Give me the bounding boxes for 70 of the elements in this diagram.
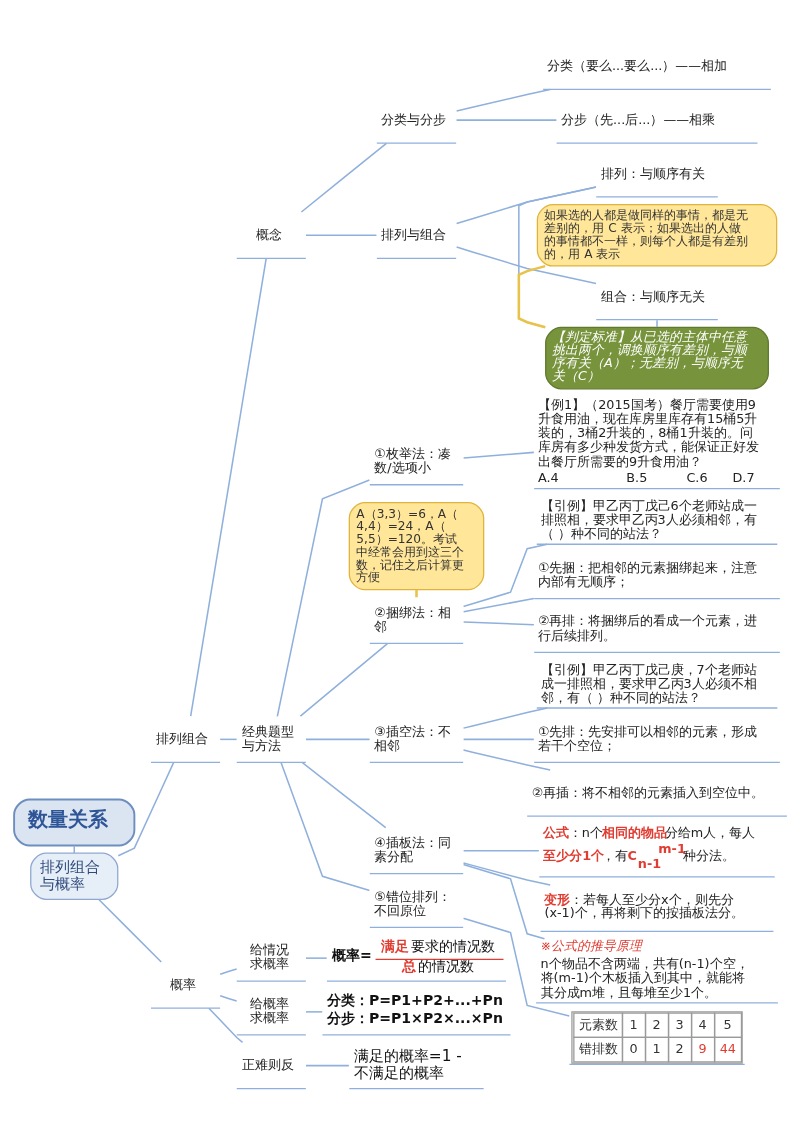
connector	[304, 1011, 323, 1013]
node-text: ※公式的推导原理 n个物品不含两端，共有(n-1)个空，将(m-1)个木板插入到其中，就能将其分成m堆，且每堆至少1个。	[540, 938, 749, 1000]
node-text: ②再排：将捆绑后的看成一个元素，进行后续排列。	[537, 613, 758, 643]
connector	[462, 597, 535, 613]
node-text: 【例1】（2015国考）餐厅需要使用9升食用油，现在库房里库存有15桶5升装的，3桶2升装的，8桶1升装的。问库房有多少种发货方式，能保证正好发出餐厅所需要的9升食用油？ A.4 B.5 C.6 D.7	[537, 397, 759, 486]
connector	[462, 862, 551, 886]
connector	[218, 995, 237, 1002]
node-text: 组合：与顺序无关	[600, 288, 705, 304]
connector	[455, 119, 557, 121]
connector	[517, 264, 546, 329]
connector	[455, 88, 551, 112]
connector	[462, 738, 535, 741]
connector	[189, 257, 267, 717]
node-text: 概念	[255, 227, 282, 243]
node-text: 排列与组合	[380, 227, 446, 243]
connector	[300, 761, 386, 829]
connector	[655, 319, 658, 328]
node-box: 排列组合与概率	[29, 852, 118, 900]
node-text: 满足的概率=1 - 不满足的概率	[353, 1047, 462, 1082]
connector	[117, 761, 174, 857]
node-box: 如果选的人都是做同样的事情，都是无差别的，用 C 表示；如果选出的人做的事情都不一样，则每个人都是有差别的，用 A 表示	[536, 203, 777, 267]
node-text: 排列组合	[155, 731, 208, 747]
node-text: ②再插：将不相邻的元素插入到空位中。	[531, 784, 764, 800]
connector	[299, 642, 388, 717]
node-text: 【引例】甲乙丙丁戊己庚，7个老师站成一排照相，要求甲乙丙3人必须不相邻，有（ ）种不同的站法？	[540, 662, 757, 706]
connector	[462, 451, 535, 459]
node-text: ④插板法：同素分配	[373, 834, 451, 864]
node-text: ③插空法：不相邻	[373, 723, 451, 753]
connector	[73, 844, 75, 854]
node-text: ①枚举法：凑数/选项小	[373, 445, 451, 475]
connector	[455, 246, 597, 285]
node-text: 概率= 满足要求的情况数 总的情况数	[331, 938, 495, 974]
node-text: 【引例】甲乙丙丁戊己6个老师站成一排照相，要求甲乙丙3人必须相邻，有（ ）种不同的站法？	[540, 498, 757, 542]
node-text: 排列：与顺序有关	[600, 165, 705, 181]
node-text: 概率	[169, 976, 196, 992]
connector	[304, 738, 370, 741]
node-text: 分类与分步	[380, 111, 446, 127]
connector	[304, 234, 377, 237]
node-text: 分类：P=P1+P2+...+Pn 分步：P=P1×P2×...×Pn	[326, 992, 503, 1027]
connector	[304, 957, 327, 959]
connector	[462, 749, 551, 771]
node-text: 变形：若每人至少分x个，则先分(x-1)个，再将剩下的按插板法分。	[543, 892, 744, 921]
node-text: ②捆绑法：相邻	[373, 604, 451, 634]
connector	[207, 1007, 243, 1044]
connector	[462, 621, 535, 626]
node-text: ①先排：先安排可以相邻的元素，形成若干个空位；	[537, 723, 758, 753]
node-text: 正难则反	[241, 1057, 294, 1073]
connector	[462, 543, 548, 608]
connector	[279, 761, 370, 892]
connector	[276, 479, 370, 718]
connector	[97, 898, 162, 963]
connector	[462, 863, 545, 940]
connector	[414, 589, 418, 598]
node-text: 经典题型与方法	[241, 723, 294, 753]
node-text: 给概率求概率	[249, 996, 289, 1026]
connector	[462, 917, 570, 1017]
node-text: 给情况求概率	[249, 942, 289, 972]
connector	[300, 142, 387, 213]
node-text: 分类（要么...要么...）——相加	[546, 58, 727, 74]
node-box: 数量关系	[12, 798, 135, 847]
connector	[455, 186, 597, 225]
node-text: ⑤错位排列：不回原位	[373, 888, 451, 918]
connector	[462, 707, 548, 729]
node-text: 分步（先...后...）——相乘	[560, 111, 715, 127]
connector	[462, 849, 540, 852]
connector	[218, 968, 237, 975]
node-box: 【判定标准】从已选的主体中任意挑出两个，调换顺序有差别，与顺序有关（A）；无差别，与顺序无关（C）	[544, 326, 769, 390]
node-box: A（3,3）=6，A（4,4）=24，A（5,5）=120。考试中经常会用到这三个数，记住之后计算更方便	[348, 502, 484, 591]
connector	[304, 1064, 350, 1067]
node-text: ①先捆：把相邻的元素捆绑起来，注意内部有无顺序；	[537, 559, 758, 589]
